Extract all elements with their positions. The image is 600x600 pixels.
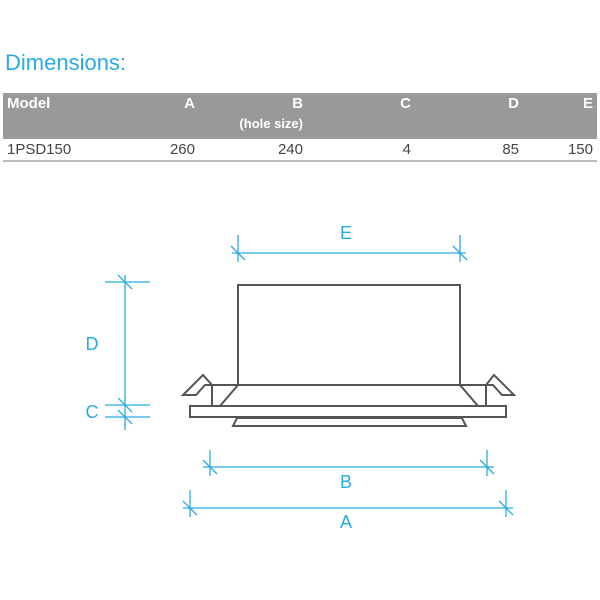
dimensions-table: Model A B (hole size) C D E 1PSD150 260 2… (3, 93, 597, 162)
dimension-lines (105, 235, 514, 517)
table-header-row: Model A B (hole size) C D E (3, 93, 597, 139)
cell-d: 85 (415, 139, 523, 162)
header-a: A (91, 93, 199, 139)
product-outline (180, 284, 517, 427)
label-e: E (340, 223, 352, 243)
header-c: C (307, 93, 415, 139)
section-title: Dimensions: (5, 50, 127, 75)
cell-a: 260 (91, 139, 199, 162)
header-b: B (hole size) (199, 93, 307, 139)
table-row: 1PSD150 260 240 4 85 150 (3, 139, 597, 162)
label-a: A (340, 512, 352, 532)
label-b: B (340, 472, 352, 492)
header-model: Model (3, 93, 91, 139)
cell-e: 150 (523, 139, 597, 162)
header-b-sub: (hole size) (239, 116, 303, 131)
header-b-label: B (292, 95, 303, 112)
cell-b: 240 (199, 139, 307, 162)
header-e: E (523, 93, 597, 139)
label-d: D (86, 334, 99, 354)
header-d: D (415, 93, 523, 139)
cell-c: 4 (307, 139, 415, 162)
cell-model: 1PSD150 (3, 139, 91, 162)
label-c: C (86, 402, 99, 422)
